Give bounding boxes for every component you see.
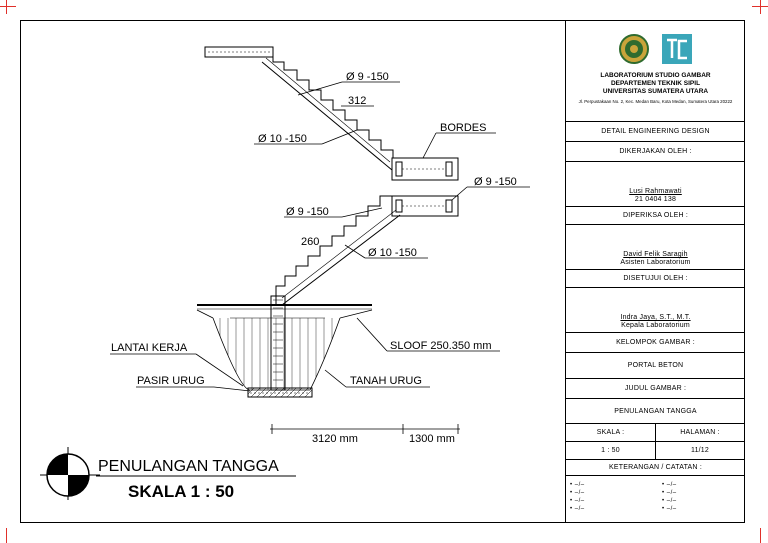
kelompok-value-row: PORTAL BETON	[566, 353, 745, 379]
drawing-sheet-border	[20, 20, 745, 523]
diperiksa-person-row: David Felik Saragih Asisten Laboratorium	[566, 225, 745, 270]
crop-mark-top-left-v	[6, 0, 7, 14]
disetujui-label-row: DISETUJUI OLEH :	[566, 270, 745, 288]
lab-line-1: LABORATORIUM STUDIO GAMBAR	[600, 72, 711, 79]
halaman-label: HALAMAN :	[680, 429, 720, 436]
dikerjakan-label-row: DIKERJAKAN OLEH :	[566, 142, 745, 162]
dimension-line	[270, 424, 460, 434]
label-dia-9-150-right: Ø 9 -150	[474, 176, 517, 188]
label-sloof: SLOOF 250.350 mm	[390, 340, 492, 352]
label-dia-10-150-top: Ø 10 -150	[258, 133, 307, 145]
diperiksa-label: DIPERIKSA OLEH :	[622, 212, 689, 219]
keterangan-label-row: KETERANGAN / CATATAN :	[566, 460, 745, 476]
label-dia-9-150-top: Ø 9 -150	[346, 71, 389, 83]
section-symbol-icon	[40, 447, 100, 500]
label-lantai-kerja: LANTAI KERJA	[111, 342, 188, 354]
kelompok-label-row: KELOMPOK GAMBAR :	[566, 333, 745, 353]
judul-label: JUDUL GAMBAR :	[624, 385, 687, 392]
label-bordes: BORDES	[440, 122, 486, 134]
note-item: • –/–	[570, 498, 585, 504]
lab-line-3: UNIVERSITAS SUMATERA UTARA	[602, 88, 709, 95]
drawing-scale: SKALA 1 : 50	[128, 482, 234, 501]
disetujui-role: Kepala Laboratorium	[621, 322, 690, 329]
judul-label-row: JUDUL GAMBAR :	[566, 379, 745, 399]
skala-label: SKALA :	[596, 429, 625, 436]
note-item: • –/–	[662, 506, 677, 512]
note-item: • –/–	[570, 482, 585, 488]
label-dim-312: 312	[348, 95, 366, 107]
disetujui-person-row: Indra Jaya, S.T., M.T. Kepala Laboratori…	[566, 288, 745, 333]
footing-pad	[247, 387, 313, 398]
mid-slab	[391, 195, 459, 217]
diperiksa-label-row: DIPERIKSA OLEH :	[566, 207, 745, 225]
crop-mark-bottom-left	[6, 528, 7, 543]
dikerjakan-person-row: Lusi Rahmawati 21 0404 138	[566, 162, 745, 207]
crop-mark-top-left	[0, 6, 16, 7]
judul-value-row: PENULANGAN TANGGA	[566, 399, 745, 424]
disetujui-label: DISETUJUI OLEH :	[623, 275, 688, 282]
kelompok-label: KELOMPOK GAMBAR :	[616, 339, 695, 346]
title-block: LABORATORIUM STUDIO GAMBAR DEPARTEMEN TE…	[565, 20, 745, 523]
skala-halaman-divider	[655, 424, 656, 460]
drawing-title: PENULANGAN TANGGA	[98, 458, 279, 475]
halaman-value: 11/12	[691, 447, 709, 454]
title-block-header: LABORATORIUM STUDIO GAMBAR DEPARTEMEN TE…	[566, 20, 745, 122]
ded-label: DETAIL ENGINEERING DESIGN	[601, 128, 710, 135]
keterangan-label: KETERANGAN / CATATAN :	[609, 464, 702, 471]
judul-value: PENULANGAN TANGGA	[614, 407, 697, 415]
label-dim-3120: 3120 mm	[312, 433, 358, 445]
usu-logo-icon	[619, 34, 649, 64]
crop-mark-bottom-right	[760, 528, 761, 543]
bordes-landing	[391, 157, 459, 181]
skala-value: 1 : 50	[601, 447, 620, 454]
label-pasir-urug: PASIR URUG	[137, 375, 205, 387]
label-dia-9-150-mid: Ø 9 -150	[286, 206, 329, 218]
leader-lines	[110, 81, 530, 392]
lab-line-2: DEPARTEMEN TEKNIK SIPIL	[610, 80, 701, 87]
top-slab	[204, 46, 274, 58]
note-item: • –/–	[662, 482, 677, 488]
notes-area: • –/– • –/– • –/– • –/– • –/– • –/– • –/…	[566, 476, 745, 521]
ded-row: DETAIL ENGINEERING DESIGN	[566, 122, 745, 142]
label-dim-260: 260	[301, 236, 319, 248]
upper-flight-steps	[261, 47, 394, 171]
diperiksa-role: Asisten Laboratorium	[620, 259, 691, 266]
dikerjakan-nim: 21 0404 138	[634, 196, 677, 203]
note-item: • –/–	[570, 490, 585, 496]
soil-excavation	[196, 309, 373, 391]
diperiksa-name: David Felik Saragih	[623, 251, 688, 258]
lower-flight-steps	[275, 195, 401, 306]
label-tanah-urug: TANAH URUG	[350, 375, 422, 387]
dikerjakan-label: DIKERJAKAN OLEH :	[619, 148, 692, 155]
note-item: • –/–	[570, 506, 585, 512]
disetujui-name: Indra Jaya, S.T., M.T.	[620, 314, 691, 321]
note-item: • –/–	[662, 498, 677, 504]
lab-heading: LABORATORIUM STUDIO GAMBAR DEPARTEMEN TE…	[566, 72, 745, 96]
kelompok-value: PORTAL BETON	[627, 362, 684, 369]
note-item: • –/–	[662, 490, 677, 496]
label-dim-1300: 1300 mm	[409, 433, 455, 445]
label-dia-10-150-mid: Ø 10 -150	[368, 247, 417, 259]
dikerjakan-name: Lusi Rahmawati	[629, 188, 682, 195]
civil-eng-logo-icon	[662, 34, 692, 64]
crop-mark-top-right-v	[760, 0, 761, 14]
lab-address: Jl. Perpustakaan No. 2, Kec. Medan Baru,…	[578, 99, 733, 104]
